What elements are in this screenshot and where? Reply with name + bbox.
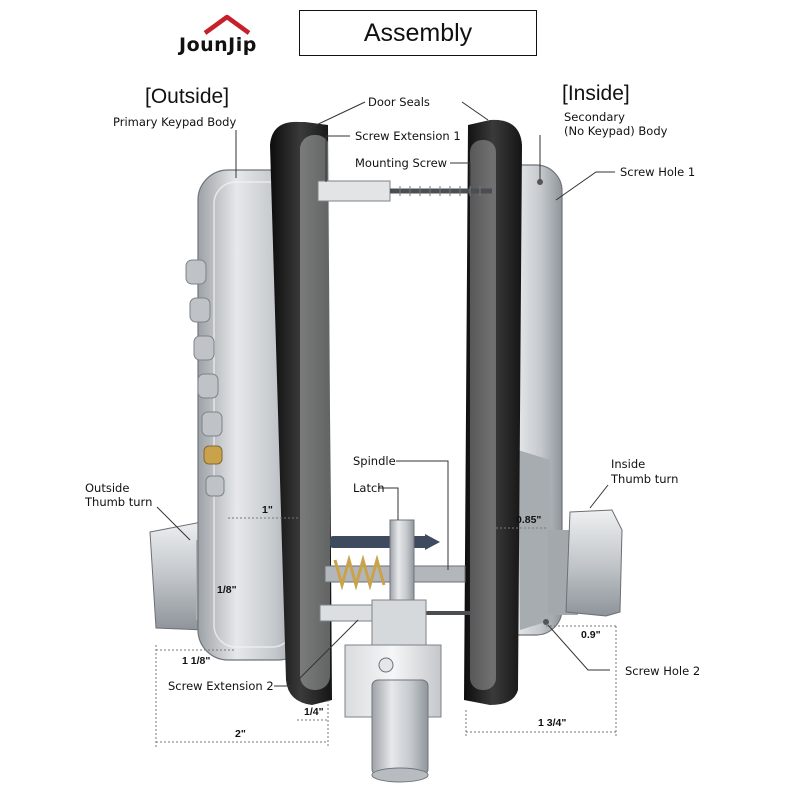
door-seal-inside (464, 119, 522, 706)
dimension-1in: 1" (262, 504, 273, 516)
spring (333, 554, 386, 591)
label-inside-thumb-2: Thumb turn (611, 472, 679, 486)
mounting-screw (317, 180, 492, 202)
title-box: Assembly (299, 10, 537, 56)
dimension-1-1-8in: 1 1/8" (182, 655, 211, 667)
label-door-seals: Door Seals (368, 95, 430, 109)
label-mounting-screw: Mounting Screw (355, 156, 448, 170)
page-title: Assembly (363, 18, 473, 47)
dimension-0-9in: 0.9" (581, 629, 601, 641)
brand-logo-roof (203, 14, 251, 35)
label-latch: Latch (353, 481, 385, 495)
label-outside-thumb-1: Outside (85, 481, 130, 495)
latch (344, 519, 442, 783)
brand-name: JounJip (179, 34, 257, 56)
label-outside-thumb-2: Thumb turn (85, 495, 153, 509)
label-spindle: Spindle (353, 454, 396, 468)
screw-hole-2-mark (543, 619, 549, 625)
inside-thumb-turn (548, 509, 623, 617)
screw-hole-1-mark (537, 179, 543, 185)
leader-lines (156, 101, 615, 687)
dimension-1-4in: 1/4" (304, 706, 324, 718)
keypad-buttons (185, 259, 225, 497)
dimension-lines (155, 517, 618, 748)
latch-bolt-top (330, 534, 440, 550)
label-screw-hole-1: Screw Hole 1 (620, 165, 696, 179)
dimension-1-8in: 1/8" (217, 584, 237, 596)
label-inside-thumb-1: Inside (611, 457, 646, 471)
dimension-0-85in: 0.85" (516, 514, 542, 526)
label-screw-extension-2: Screw Extension 2 (168, 679, 274, 693)
label-screw-extension-1: Screw Extension 1 (355, 129, 461, 143)
label-secondary-body-1: Secondary (564, 110, 625, 124)
dimension-2in: 2" (235, 728, 246, 740)
label-screw-hole-2: Screw Hole 2 (625, 664, 701, 678)
inside-heading: [Inside] (562, 82, 630, 105)
label-secondary-body-2: (No Keypad) Body (564, 124, 668, 138)
door-seal-outside (270, 121, 332, 705)
dimension-1-3-4in: 1 3/4" (538, 717, 567, 729)
outside-heading: [Outside] (145, 85, 230, 108)
label-primary-keypad-body: Primary Keypad Body (113, 115, 237, 129)
